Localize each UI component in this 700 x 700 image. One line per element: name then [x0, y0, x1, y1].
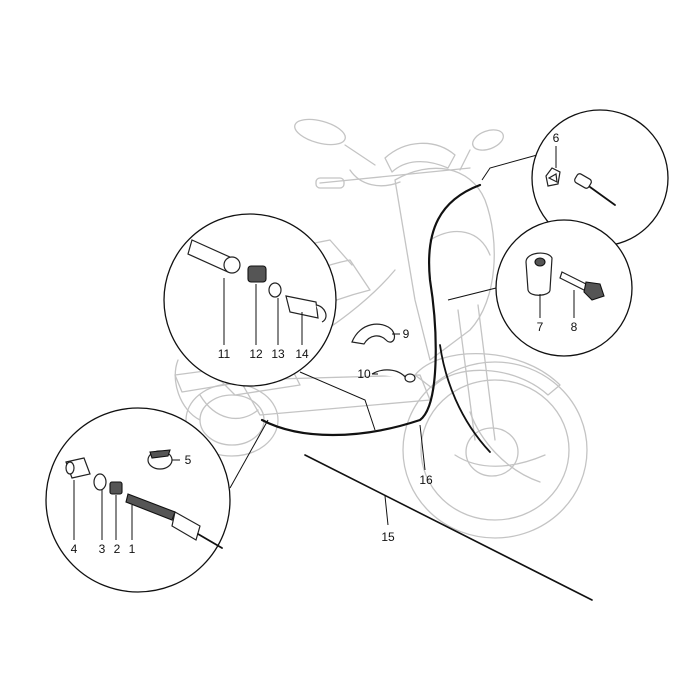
part-7-bracket	[525, 252, 553, 296]
part-12-nut	[247, 265, 267, 283]
detail-circle-right	[495, 219, 633, 357]
part-3-washer	[93, 473, 107, 491]
callout-15: 15	[381, 530, 395, 544]
cable-end-fitting	[574, 173, 616, 206]
callout-16: 16	[419, 473, 433, 487]
part-9-cable-clip	[351, 323, 396, 345]
part-13-ring	[268, 282, 282, 298]
callout-5: 5	[185, 453, 192, 467]
part-2-nut	[109, 481, 123, 495]
callout-11: 11	[218, 347, 231, 361]
callout-10: 10	[357, 367, 371, 381]
callout-7: 7	[537, 320, 544, 334]
callout-13: 13	[271, 347, 285, 361]
part-1-cable-adjuster	[125, 493, 223, 549]
callout-12: 12	[249, 347, 263, 361]
part-8-bolt	[559, 271, 605, 301]
callout-6: 6	[553, 131, 560, 145]
callout-3: 3	[99, 542, 106, 556]
callout-2: 2	[114, 542, 121, 556]
part-5-hose-clamp	[147, 449, 173, 470]
part-14-end-cap	[285, 295, 327, 323]
part-15-cable	[304, 454, 593, 601]
callout-9: 9	[403, 327, 410, 341]
callout-labels: 1 2 3 4 5 6 7 8 9 10 11 12 13 14 15 16	[71, 131, 578, 556]
callout-1: 1	[129, 542, 136, 556]
part-11-sleeve	[187, 239, 241, 274]
part-4-sleeve	[65, 457, 91, 479]
callout-8: 8	[571, 320, 578, 334]
part-16-brake-cable	[260, 183, 482, 437]
callout-14: 14	[295, 347, 309, 361]
part-6-clip	[545, 167, 561, 187]
part-10-cable-tie	[371, 369, 416, 383]
callout-4: 4	[71, 542, 78, 556]
